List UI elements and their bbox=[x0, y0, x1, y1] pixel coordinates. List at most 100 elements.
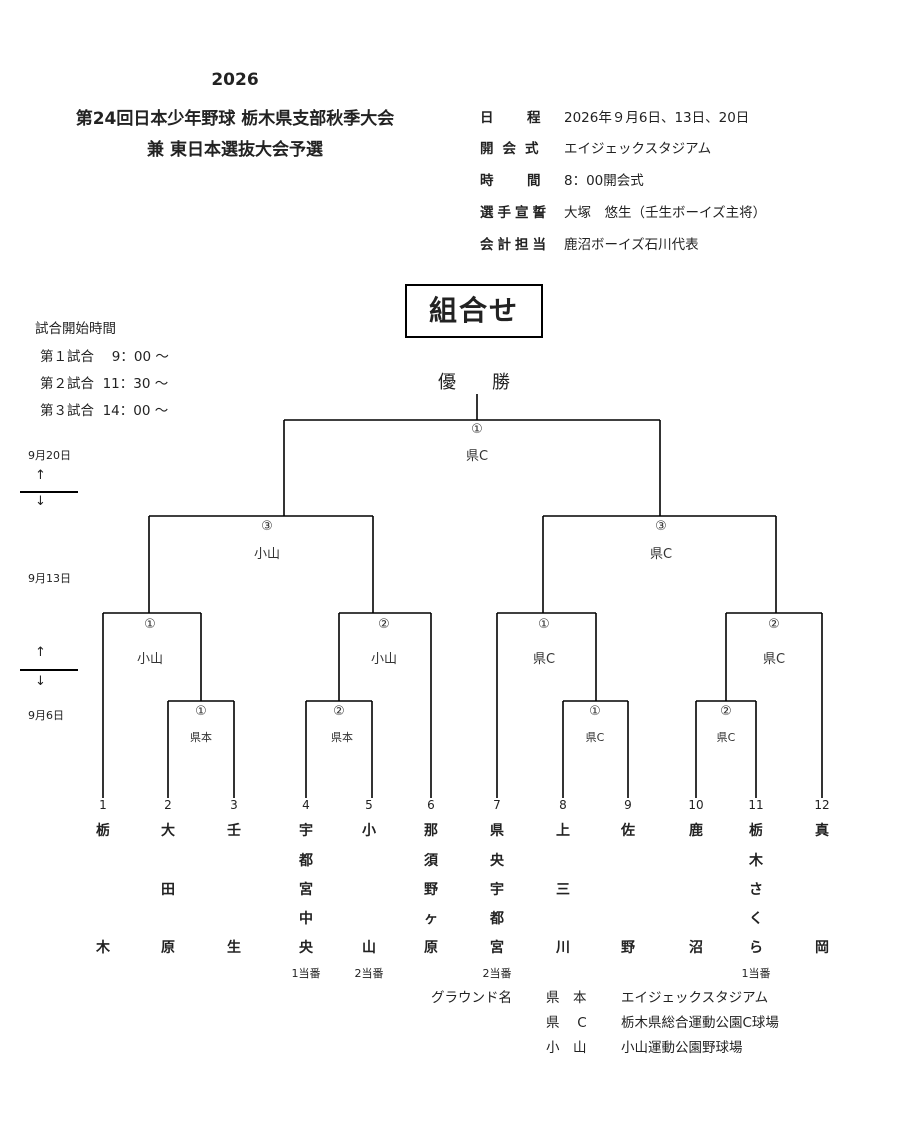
team-name-char: 中 bbox=[299, 911, 313, 927]
team-number: 3 bbox=[230, 798, 238, 812]
team-number: 5 bbox=[365, 798, 373, 812]
ground-abbr: 県 C bbox=[546, 1015, 587, 1031]
team-name-char: 川 bbox=[556, 940, 570, 956]
team-number: 6 bbox=[427, 798, 435, 812]
team-name-char: く bbox=[749, 911, 763, 927]
team-number: 2 bbox=[164, 798, 172, 812]
info-value: 8：00開会式 bbox=[564, 173, 644, 189]
team-name-char: 野 bbox=[621, 940, 635, 956]
info-label: 選手宣誓 bbox=[480, 205, 550, 221]
info-label: 時 間 bbox=[480, 173, 551, 189]
start-time-1: 第１試合 9：00 ～ bbox=[40, 349, 169, 365]
info-label: 会計担当 bbox=[480, 237, 550, 253]
date-semis: 9月13日 bbox=[28, 572, 71, 585]
quarter-4-ground: 県C bbox=[762, 652, 786, 667]
first-round-1-ground: 県本 bbox=[190, 731, 212, 744]
team-name-char: 壬 bbox=[227, 823, 241, 839]
team-name-char: 宇 bbox=[299, 823, 313, 839]
team-name-char: 真 bbox=[815, 823, 829, 839]
first-round-3-ground: 県C bbox=[585, 731, 605, 744]
team-name-char: 宇 bbox=[490, 882, 504, 898]
ground-name: 小山運動公園野球場 bbox=[621, 1040, 743, 1056]
ground-abbr: 小 山 bbox=[546, 1040, 587, 1056]
team-name-char: 田 bbox=[161, 882, 175, 898]
quarter-1-ground: 小山 bbox=[136, 652, 163, 667]
team-number: 1 bbox=[99, 798, 107, 812]
team-number: 8 bbox=[559, 798, 567, 812]
semi-right-ground: 県C bbox=[649, 547, 673, 562]
ground-legend-title: グラウンド名 bbox=[431, 990, 512, 1006]
team-number: 4 bbox=[302, 798, 310, 812]
duty-slot: 2当番 bbox=[354, 967, 384, 980]
team-name-char: 那 bbox=[424, 823, 438, 839]
ground-name: エイジェックスタジアム bbox=[621, 990, 769, 1006]
team-name-char: 山 bbox=[362, 940, 376, 956]
team-name-char: 上 bbox=[556, 823, 570, 839]
bracket-heading: 組合せ bbox=[405, 284, 543, 338]
team-name-char: 原 bbox=[424, 940, 438, 956]
champion-label: 優 勝 bbox=[438, 372, 510, 393]
first-round-2-order: ② bbox=[333, 704, 345, 719]
team-name-char: 沼 bbox=[689, 940, 703, 956]
info-value: 2026年９月6日、13日、20日 bbox=[564, 110, 750, 126]
team-name-char: 大 bbox=[161, 823, 175, 839]
team-name-char: 宮 bbox=[299, 882, 313, 898]
info-value: 大塚 悠生（壬生ボーイズ主将） bbox=[564, 205, 767, 221]
first-round-4-ground: 県C bbox=[716, 731, 736, 744]
tournament-year: 2026 bbox=[211, 70, 259, 90]
team-name-char: 野 bbox=[424, 882, 438, 898]
team-number: 7 bbox=[493, 798, 501, 812]
tournament-title: 第24回日本少年野球 栃木県支部秋季大会 bbox=[75, 109, 395, 129]
ground-name: 栃木県総合運動公園C球場 bbox=[621, 1015, 779, 1031]
ground-abbr: 県 本 bbox=[546, 990, 587, 1006]
date-divider bbox=[20, 669, 78, 671]
team-name-char: 小 bbox=[362, 823, 376, 839]
info-value: 鹿沼ボーイズ石川代表 bbox=[564, 237, 699, 253]
final-order: ① bbox=[471, 422, 483, 437]
team-name-char: 木 bbox=[96, 940, 110, 956]
down-arrow-icon: ↓ bbox=[35, 494, 46, 509]
team-name-char: さ bbox=[749, 882, 763, 898]
start-time-2: 第２試合 11：30 ～ bbox=[40, 376, 169, 392]
first-round-4-order: ② bbox=[720, 704, 732, 719]
team-name-char: 栃 bbox=[96, 823, 110, 839]
team-name-char: 都 bbox=[490, 911, 504, 927]
up-arrow-icon: ↑ bbox=[35, 645, 46, 660]
team-name-char: 岡 bbox=[815, 940, 829, 956]
team-name-char: 木 bbox=[749, 853, 763, 869]
semi-left-ground: 小山 bbox=[253, 547, 280, 562]
down-arrow-icon: ↓ bbox=[35, 674, 46, 689]
team-name-char: 原 bbox=[161, 940, 175, 956]
date-first-round: 9月6日 bbox=[28, 709, 64, 722]
duty-slot: 2当番 bbox=[482, 967, 512, 980]
quarter-1-order: ① bbox=[144, 617, 156, 632]
quarter-3-order: ① bbox=[538, 617, 550, 632]
team-number: 10 bbox=[688, 798, 704, 812]
info-label: 開会式 bbox=[480, 141, 548, 157]
team-name-char: 三 bbox=[556, 882, 570, 898]
first-round-1-order: ① bbox=[195, 704, 207, 719]
quarter-2-ground: 小山 bbox=[370, 652, 397, 667]
date-divider bbox=[20, 491, 78, 493]
quarter-4-order: ② bbox=[768, 617, 780, 632]
team-number: 9 bbox=[624, 798, 632, 812]
duty-slot: 1当番 bbox=[291, 967, 321, 980]
team-name-char: 生 bbox=[227, 940, 241, 956]
team-name-char: 央 bbox=[490, 853, 504, 869]
team-name-char: 央 bbox=[299, 940, 313, 956]
team-name-char: 栃 bbox=[749, 823, 763, 839]
quarter-2-order: ② bbox=[378, 617, 390, 632]
duty-slot: 1当番 bbox=[741, 967, 771, 980]
team-name-char: 県 bbox=[490, 823, 504, 839]
team-number: 11 bbox=[748, 798, 764, 812]
quarter-3-ground: 県C bbox=[532, 652, 556, 667]
team-name-char: 宮 bbox=[490, 940, 504, 956]
team-name-char: 佐 bbox=[621, 823, 635, 839]
team-name-char: ヶ bbox=[424, 911, 438, 927]
tournament-subtitle: 兼 東日本選抜大会予選 bbox=[147, 140, 323, 160]
first-round-3-order: ① bbox=[589, 704, 601, 719]
team-name-char: 鹿 bbox=[689, 823, 703, 839]
info-label: 日 程 bbox=[480, 110, 551, 126]
start-time-3: 第３試合 14：00 ～ bbox=[40, 403, 169, 419]
